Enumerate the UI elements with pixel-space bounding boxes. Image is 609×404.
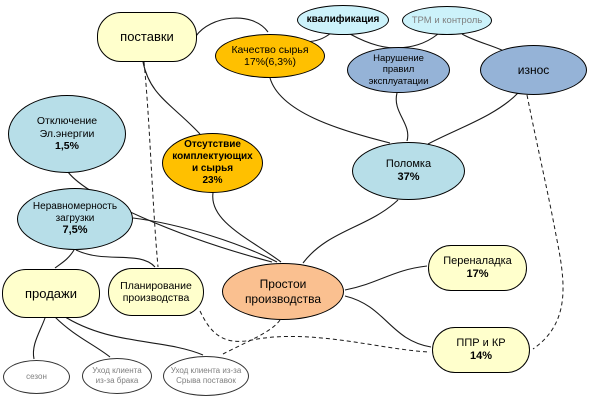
node-percent: 14% [469,350,493,362]
node-percent: 17% [466,268,489,280]
node-label: ППР и КР [456,337,506,350]
node-kachestvo-syrya[interactable]: Качество сырья 17%(6,3%) [215,34,325,78]
node-prostoi-proizvodstva[interactable]: Простои производства [222,263,344,320]
node-postavki[interactable]: поставки [97,12,197,62]
edge-otsutstvie-prostoi [212,192,282,263]
node-uhod-klienta-sryv-postavok[interactable]: Уход клиента из-за Срыва поставок [163,356,249,396]
node-sezon[interactable]: сезон [3,360,70,394]
node-percent: 23% [202,174,223,186]
node-label: правил [382,64,415,76]
node-percent: 37% [397,171,420,183]
node-label: продажи [25,285,77,301]
node-trm-i-kontrol[interactable]: ТРМ и контроль [402,6,492,35]
node-percent: 17%(6,3%) [244,56,296,68]
node-otsutstvie-komplektuyushchih[interactable]: Отсутствие комплектующих и сырья 23% [162,133,263,193]
edge-kvalifikaciya-narushenie [349,33,399,49]
edge-trm-narushenie [398,33,439,49]
node-label: Качество сырья [231,43,309,56]
edge-postavki-kachestvo [195,17,269,37]
node-planirovanie-proizvodstva[interactable]: Планирование производства [108,268,204,316]
node-label: поставки [120,29,174,45]
node-label: Переналадка [443,255,512,268]
edge-prostoi-perenaladka [344,265,428,291]
node-label: квалификация [306,14,380,26]
edge-postavki-planirovanie-dashed [143,61,159,268]
node-label: комплектующих [172,151,253,163]
node-label: из-за брака [95,376,139,385]
node-polomka[interactable]: Поломка 37% [352,142,465,200]
node-prodazhi[interactable]: продажи [2,269,100,318]
edge-prodazhi-uhodbrak [54,316,111,358]
node-label: износ [517,62,550,77]
edge-iznos-polomka [427,92,519,145]
edge-iznos-ppr-dashed [526,94,564,350]
node-percent: 7,5% [62,224,88,237]
edge-prostoi-ppr [344,295,432,348]
node-narushenie-pravil[interactable]: Нарушение правил эксплуатации [347,47,450,93]
edge-prodazhi-uhodsryv [61,314,204,356]
edge-prodazhi-sezon [32,317,46,360]
node-label: эксплуатации [368,75,429,87]
node-label: производства [122,292,190,304]
node-label: загрузки [55,212,95,224]
node-neravnomernost-zagruzki[interactable]: Неравномерность загрузки 7,5% [17,188,133,250]
node-iznos[interactable]: износ [480,45,587,95]
node-label: производства [244,291,322,306]
node-percent: 1,5% [55,140,79,153]
node-label: и сырья [191,163,234,174]
node-label: Планирование [120,279,192,292]
node-ppr-i-kr[interactable]: ППР и КР 14% [432,327,530,373]
node-uhod-klienta-brak[interactable]: Уход клиента из-за брака [82,358,152,394]
node-label: Поломка [385,158,432,171]
edge-planirovanie-ppr-dashed [199,310,431,353]
edge-narushenie-polomka [395,92,409,142]
node-label: Нарушение [373,53,424,65]
node-kvalifikaciya[interactable]: квалификация [297,5,389,35]
edge-neravnomernost-prodazhi [54,249,75,269]
node-label: сезон [26,372,47,381]
edge-neravnomernost-planirovanie [75,249,156,268]
node-label: Отсутствие [184,139,241,151]
edge-neravnomernost-prostoi [132,217,278,263]
edge-prostoi-uhodsryv-dashed [222,319,281,355]
node-label: Простои [259,277,307,292]
node-label: Неравномерность [32,200,118,212]
node-otklyuchenie-energii[interactable]: Отключение Эл.энергии 1,5% [8,95,126,173]
edge-trm-iznos [461,33,507,53]
node-label: Уход клиента [92,366,142,375]
node-label: ТРМ и контроль [411,14,483,26]
node-label: Уход клиента из-за [170,366,242,375]
node-label: Отключение [36,115,98,128]
node-label: Срыва поставок [176,376,236,385]
node-perenaladka[interactable]: Переналадка 17% [428,245,527,291]
edge-polomka-prostoi [302,199,399,264]
node-label: Эл.энергии [39,127,95,140]
edge-postavki-otsutstvie [142,61,201,135]
